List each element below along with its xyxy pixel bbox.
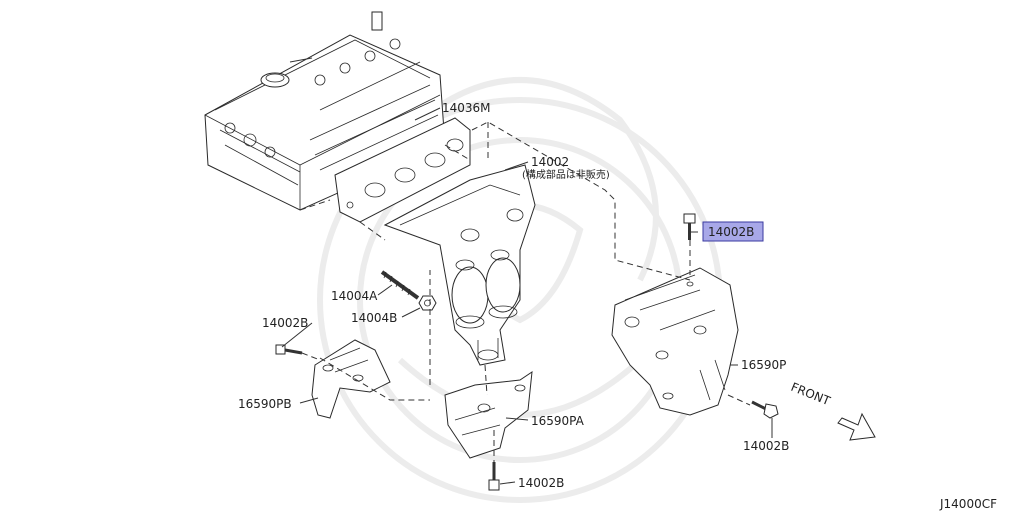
label-14036m[interactable]: 14036M (442, 101, 491, 115)
label-14002[interactable]: 14002 (531, 155, 569, 169)
bolt-left-icon (275, 344, 303, 355)
bolt-top-right-icon (683, 213, 696, 240)
manifold-gasket-icon (334, 117, 471, 223)
label-14002b-left[interactable]: 14002B (262, 316, 308, 330)
front-direction-indicator: FRONT (789, 380, 876, 441)
label-14002b-highlighted[interactable]: 14002B (702, 221, 764, 242)
leader-lines (281, 107, 773, 485)
heat-insulator-lower-icon (444, 370, 533, 459)
label-16590p[interactable]: 16590P (741, 358, 786, 372)
bolt-right-icon (751, 400, 779, 419)
label-14002b-bottom[interactable]: 14002B (518, 476, 564, 490)
stud-icon (380, 270, 420, 300)
heat-insulator-right-icon (611, 267, 739, 416)
assembly-lines (299, 121, 751, 462)
label-14004b[interactable]: 14004B (351, 311, 397, 325)
label-14002b-right[interactable]: 14002B (743, 439, 789, 453)
label-14004a[interactable]: 14004A (331, 289, 378, 303)
nut-icon (418, 295, 437, 311)
front-label: FRONT (789, 380, 833, 409)
label-16590pa[interactable]: 16590PA (531, 414, 585, 428)
exhaust-manifold-icon (383, 164, 536, 366)
label-16590pb[interactable]: 16590PB (238, 397, 292, 411)
label-14002-note: (構成部品は非販売) (522, 168, 610, 181)
front-arrow-icon (837, 412, 876, 441)
bolt-bottom-icon (488, 462, 500, 491)
label-14002b-highlighted-text: 14002B (708, 225, 754, 239)
diagram-code: J14000CF (939, 497, 997, 511)
